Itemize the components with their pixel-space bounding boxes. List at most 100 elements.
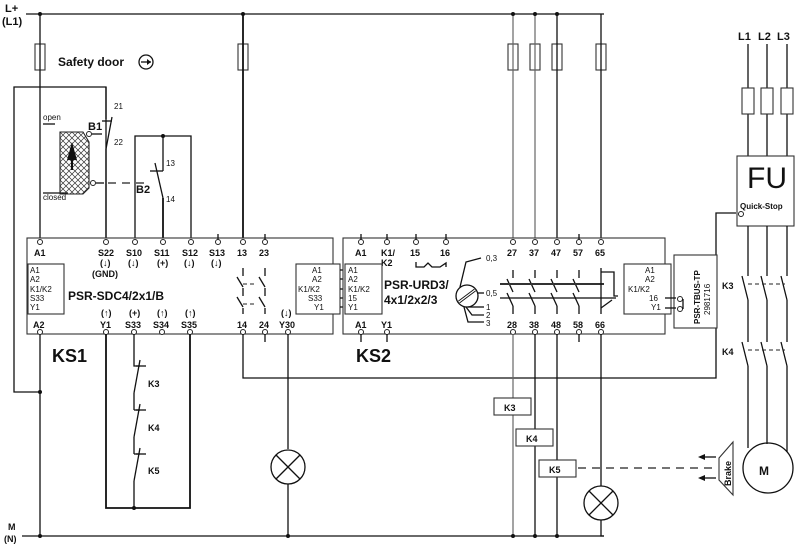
coil-k4: K4 — [515, 428, 554, 447]
svg-text:K1/: K1/ — [381, 248, 396, 258]
door-closed-label: closed — [43, 193, 66, 202]
ks2-bus-left — [344, 263, 383, 315]
svg-text:Y1: Y1 — [651, 303, 661, 312]
feedback-k4: K4 — [148, 423, 160, 433]
label-m: M — [8, 522, 16, 532]
brake-arrow-icon — [698, 475, 705, 481]
svg-text:K1/K2: K1/K2 — [30, 285, 52, 294]
svg-text:L3: L3 — [777, 31, 790, 43]
svg-text:15: 15 — [410, 248, 420, 258]
contactor-k3-label: K3 — [722, 281, 734, 291]
feedback-k3: K3 — [148, 379, 160, 389]
quick-stop-terminal — [738, 211, 744, 217]
ks1-terminal-23: 23 — [259, 248, 269, 258]
fuse-l3 — [780, 87, 794, 115]
motor — [742, 442, 794, 494]
svg-text:S33: S33 — [308, 294, 323, 303]
feedback-k5: K5 — [148, 466, 160, 476]
svg-text:K5: K5 — [549, 465, 561, 475]
frequency-inverter — [736, 155, 795, 227]
svg-text:Y1: Y1 — [30, 303, 40, 312]
motor-lines — [741, 226, 788, 452]
ks1-terminal-s35: S35 — [181, 320, 197, 330]
svg-text:Y1: Y1 — [348, 303, 358, 312]
svg-text:A1: A1 — [348, 266, 358, 275]
svg-text:(+): (+) — [129, 308, 140, 318]
delay-selector-knob[interactable]: 0,3 0,5 1 2 3 — [455, 254, 498, 328]
ks1-terminal-s13: S13 — [209, 248, 225, 258]
safety-door-label: Safety door — [58, 55, 124, 69]
svg-text:K2: K2 — [381, 258, 393, 268]
direction-icon — [138, 54, 154, 70]
svg-text:(↓): (↓) — [211, 258, 222, 268]
ks1-output-contacts — [236, 268, 266, 314]
b2-label: B2 — [136, 184, 150, 196]
label-l-plus: L+ — [5, 3, 18, 15]
ks1-terminal-s34: S34 — [153, 320, 169, 330]
svg-text:(↑): (↑) — [185, 308, 196, 318]
ks1-terminal-y30: Y30 — [279, 320, 295, 330]
svg-text:K4: K4 — [526, 434, 538, 444]
ks1-bus-left-labels: A1 A2 K1/K2 S33 Y1 — [30, 266, 52, 312]
label-l1: (L1) — [2, 16, 23, 28]
fuse-l1 — [741, 87, 755, 115]
b2-terminal-14: 14 — [166, 195, 175, 204]
ks1-terminal-s33: S33 — [125, 320, 141, 330]
svg-text:66: 66 — [595, 320, 605, 330]
svg-text:38: 38 — [529, 320, 539, 330]
svg-text:K1/K2: K1/K2 — [628, 285, 650, 294]
svg-text:A1: A1 — [355, 320, 367, 330]
ks1-gnd-label: (GND) — [92, 269, 118, 279]
ks1-top-terminals: A1 S22 (↓) (GND) S10 (↓) S11 (+) S12 (↓)… — [34, 234, 269, 279]
ks2-model-line2: 4x1/2x2/3 — [384, 293, 438, 307]
delay-setting-0-3: 0,3 — [486, 254, 498, 263]
ks2-top-terminals: A1 K1/ K2 15 16 27 37 47 57 65 — [355, 234, 605, 268]
svg-text:L2: L2 — [758, 31, 771, 43]
door-actuator-arrow-icon — [67, 142, 77, 160]
b1-label: B1 — [88, 121, 102, 133]
brake — [718, 440, 734, 497]
tbus-label: PSR-TBUS-TP — [693, 270, 702, 324]
svg-text:58: 58 — [573, 320, 583, 330]
svg-text:(↓): (↓) — [128, 258, 139, 268]
svg-text:(↓): (↓) — [100, 258, 111, 268]
fuse-l2 — [760, 87, 774, 115]
ks2-bus-right-labels: A1 A2 K1/K2 16 Y1 — [628, 266, 661, 312]
door-actuator — [59, 131, 90, 195]
ks1-terminal-s11: S11 — [154, 248, 170, 258]
fu-label: FU — [747, 162, 787, 195]
delay-setting-2: 2 — [486, 311, 491, 320]
svg-text:(↓): (↓) — [184, 258, 195, 268]
svg-text:48: 48 — [551, 320, 561, 330]
svg-text:47: 47 — [551, 248, 561, 258]
feedback-contacts: K3 K4 K5 — [133, 359, 160, 508]
svg-text:28: 28 — [507, 320, 517, 330]
svg-text:15: 15 — [348, 294, 357, 303]
svg-text:K1/K2: K1/K2 — [348, 285, 370, 294]
tbus-part-number: 2981716 — [703, 283, 712, 315]
svg-text:A1: A1 — [645, 266, 655, 275]
brake-arrow-icon — [698, 454, 705, 460]
delay-setting-3: 3 — [486, 319, 491, 328]
ks1-terminal-14: 14 — [237, 320, 247, 330]
coil-k5: K5 — [538, 459, 577, 478]
svg-text:Y1: Y1 — [381, 320, 392, 330]
ks1-module — [26, 237, 334, 335]
svg-text:57: 57 — [573, 248, 583, 258]
svg-text:Y1: Y1 — [314, 303, 324, 312]
ks1-terminal-a2: A2 — [33, 320, 45, 330]
coil-k3: K3 — [493, 397, 532, 416]
svg-text:L1: L1 — [738, 31, 751, 43]
motor-label: M — [759, 464, 769, 478]
ks2-module — [342, 237, 666, 335]
b2-terminal-13: 13 — [166, 159, 175, 168]
svg-text:A1: A1 — [312, 266, 322, 275]
ks1-label: KS1 — [52, 346, 87, 366]
delay-setting-1: 1 — [486, 303, 491, 312]
ks1-bus-left — [27, 263, 65, 315]
ks2-bus-left-labels: A1 A2 K1/K2 15 Y1 — [348, 266, 370, 312]
phase-labels: L1 L2 L3 — [738, 31, 790, 43]
svg-text:S33: S33 — [30, 294, 45, 303]
b1-terminal-22: 22 — [114, 138, 123, 147]
